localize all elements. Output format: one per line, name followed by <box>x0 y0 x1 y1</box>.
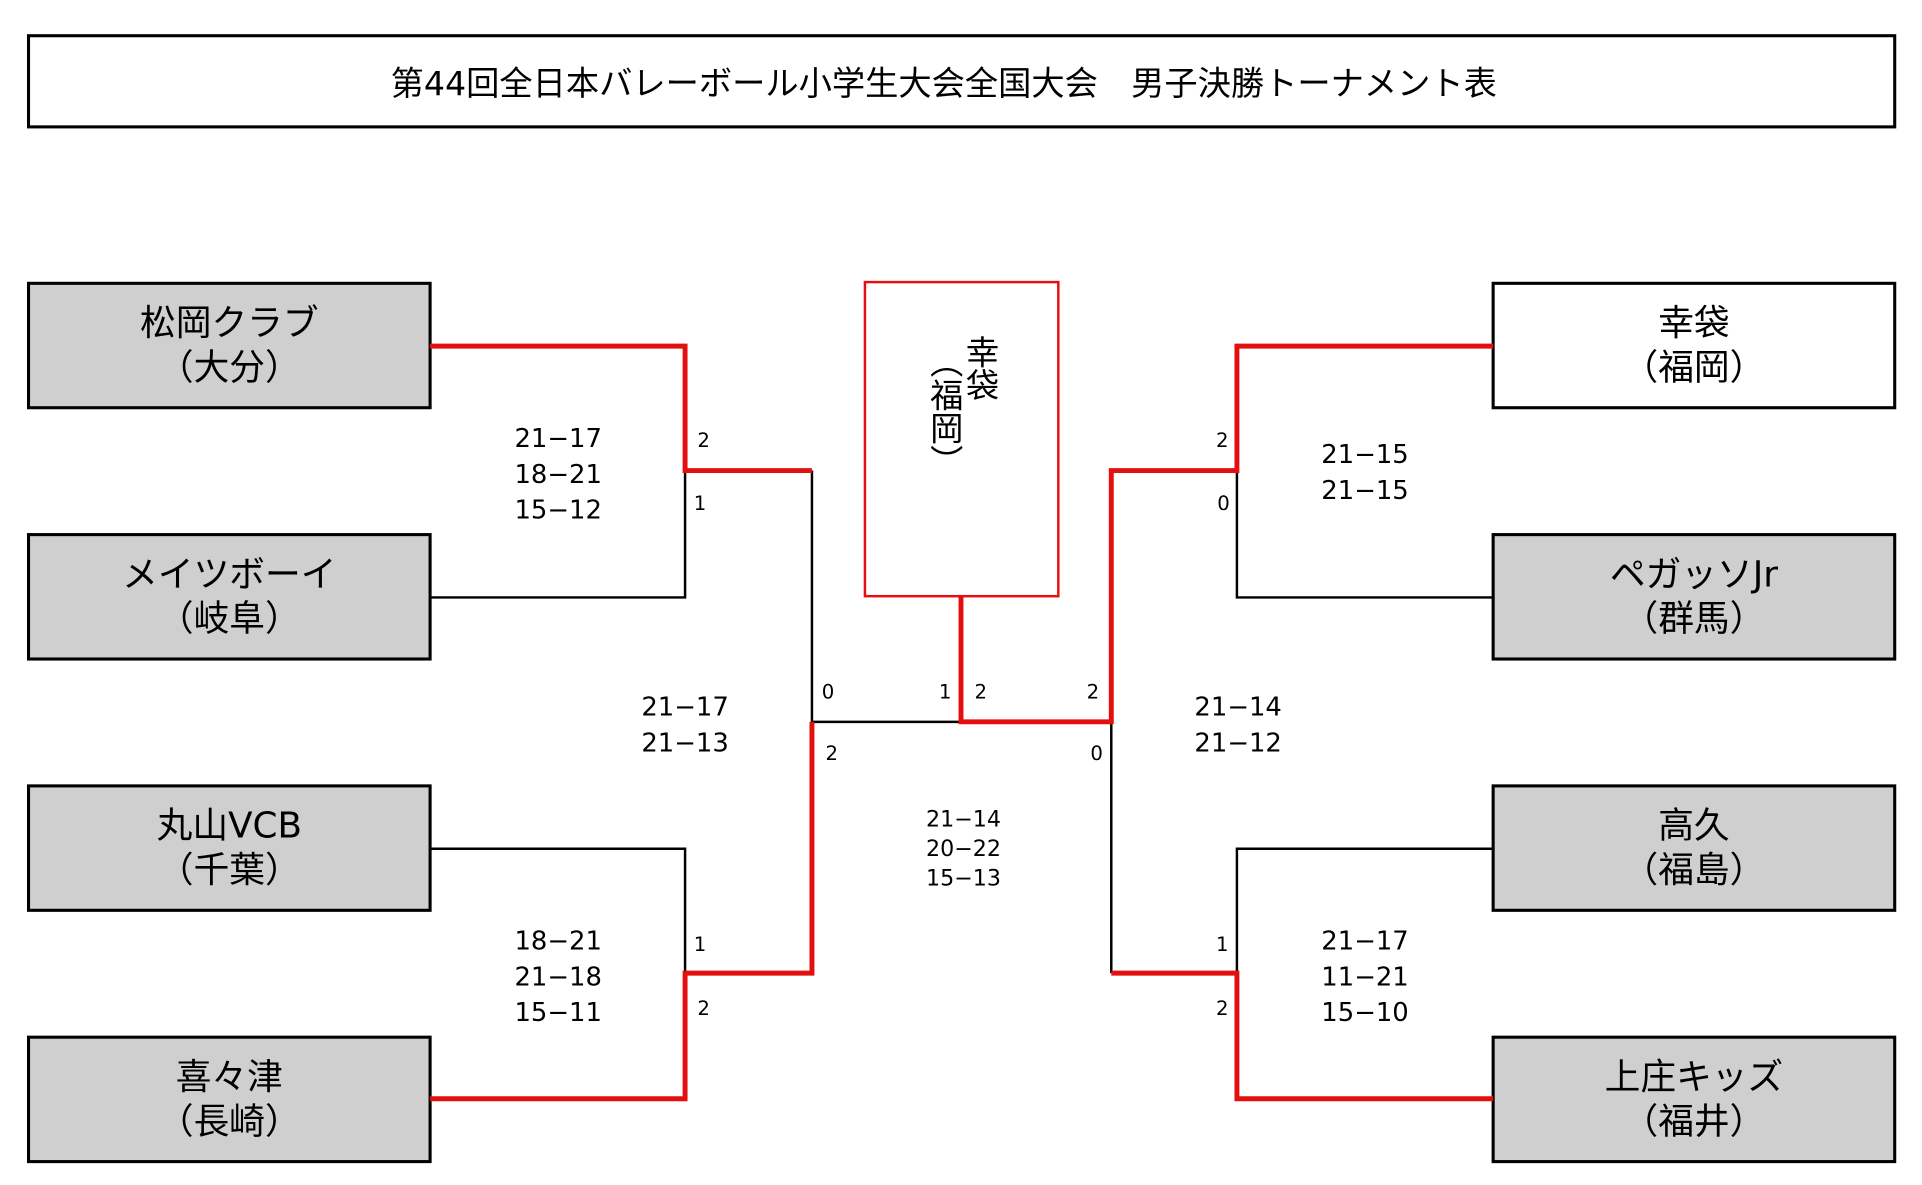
sets-won: 2 <box>975 680 988 703</box>
team-pref: （千葉） <box>158 850 301 891</box>
team-name: メイツボーイ <box>122 554 336 595</box>
match-left-sf: 21−17 21−13 0 2 <box>641 680 838 765</box>
set-score: 11−21 <box>1321 962 1408 992</box>
team-name: 喜々津 <box>176 1057 283 1098</box>
team-box-right-4: 上庄キッズ （福井） <box>1491 1035 1897 1164</box>
team-pref: （岐阜） <box>158 599 301 640</box>
champion-name: 幸袋 <box>960 335 999 402</box>
team-pref: （福岡） <box>1622 347 1765 388</box>
set-score: 15−11 <box>514 998 601 1028</box>
set-score: 15−13 <box>926 866 1001 892</box>
team-name: 上庄キッズ <box>1605 1057 1784 1098</box>
set-score: 21−18 <box>514 962 601 992</box>
team-box-left-4: 喜々津 （長崎） <box>26 1035 432 1164</box>
sets-won: 2 <box>1216 429 1229 452</box>
team-box-left-3: 丸山VCB （千葉） <box>26 784 432 912</box>
team-box-right-2: ペガッソJr （群馬） <box>1491 533 1897 661</box>
sets-won: 1 <box>1216 933 1229 956</box>
team-pref: （福井） <box>1622 1101 1765 1142</box>
sets-won: 2 <box>826 742 839 765</box>
team-box-left-1: 松岡クラブ （大分） <box>26 281 432 410</box>
set-score: 21−12 <box>1194 728 1281 758</box>
set-score: 15−12 <box>514 496 601 526</box>
team-pref: （大分） <box>158 347 301 388</box>
set-score: 21−13 <box>641 728 728 758</box>
team-pref: （群馬） <box>1622 599 1765 640</box>
sets-won: 2 <box>1216 997 1229 1020</box>
team-pref: （福島） <box>1622 850 1765 891</box>
sets-won: 2 <box>697 997 710 1020</box>
page-title: 第44回全日本バレーボール小学生大会全国大会 男子決勝トーナメント表 <box>391 64 1497 103</box>
title-box <box>26 34 1897 129</box>
champion-box: 幸袋 （福岡） <box>863 280 1060 598</box>
sets-won: 1 <box>694 933 707 956</box>
sets-won: 0 <box>1090 742 1103 765</box>
team-box-right-1: 幸袋 （福岡） <box>1491 281 1897 410</box>
match-left-qf1: 21−17 18−21 15−12 2 1 <box>514 424 709 525</box>
match-right-qf2: 21−17 11−21 15−10 1 2 <box>1216 927 1409 1028</box>
match-right-sf: 21−14 21−12 2 0 <box>1087 680 1282 765</box>
team-name: 高久 <box>1658 806 1729 847</box>
set-score: 20−22 <box>926 836 1001 862</box>
set-score: 15−10 <box>1321 998 1408 1028</box>
sets-won: 2 <box>1087 680 1100 703</box>
set-score: 21−15 <box>1321 440 1408 470</box>
set-score: 21−15 <box>1321 476 1408 506</box>
sets-won: 1 <box>694 492 707 515</box>
sets-won: 0 <box>822 680 835 703</box>
team-name: 松岡クラブ <box>140 303 319 344</box>
match-final: 21−14 20−22 15−13 1 2 <box>926 680 1001 891</box>
team-name: 幸袋 <box>1658 303 1729 344</box>
set-score: 18−21 <box>514 927 601 957</box>
team-pref: （長崎） <box>158 1101 301 1142</box>
sets-won: 1 <box>939 680 952 703</box>
set-score: 21−17 <box>514 424 601 454</box>
set-score: 21−17 <box>641 693 728 723</box>
match-left-qf2: 18−21 21−18 15−11 1 2 <box>514 927 709 1028</box>
set-score: 18−21 <box>514 460 601 490</box>
team-name: ペガッソJr <box>1610 554 1778 595</box>
champion-pref: （福岡） <box>924 345 963 478</box>
team-box-right-3: 高久 （福島） <box>1491 784 1897 912</box>
match-right-qf1: 21−15 21−15 2 0 <box>1216 429 1409 515</box>
winner-lines <box>430 343 1494 1102</box>
sets-won: 0 <box>1217 492 1230 515</box>
sets-won: 2 <box>697 429 710 452</box>
set-score: 21−14 <box>1194 693 1281 723</box>
team-box-left-2: メイツボーイ （岐阜） <box>26 533 432 661</box>
set-score: 21−17 <box>1321 927 1408 957</box>
set-score: 21−14 <box>926 807 1001 833</box>
team-name: 丸山VCB <box>157 806 302 847</box>
